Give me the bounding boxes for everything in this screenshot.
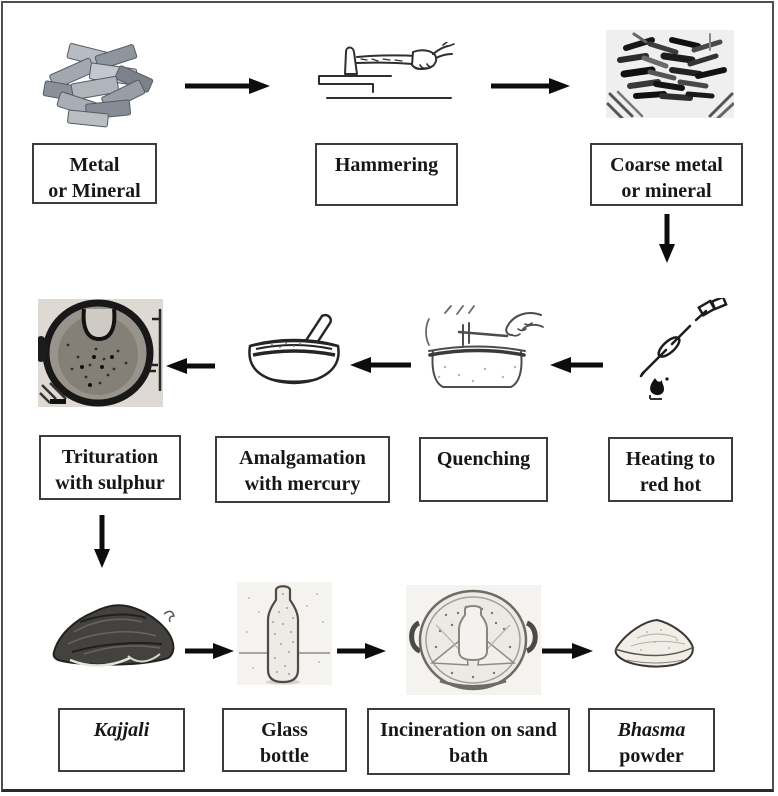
label-trituration: Trituration with sulphur: [39, 435, 181, 500]
arrow-amalgamation-to-trituration: [165, 355, 217, 382]
label-line: Kajjali: [93, 719, 150, 741]
label-line: Metal: [69, 154, 120, 176]
right-arrow-icon: [491, 78, 570, 94]
label-bhasma-powder: Bhasma powder: [588, 708, 715, 772]
label-incineration: Incineration on sand bath: [367, 708, 570, 775]
coarse-metal-fragments-icon: [606, 30, 734, 118]
arrow-hammering-to-coarse: [489, 75, 571, 102]
kajjali-image: [44, 592, 181, 682]
quenching-image: [415, 305, 545, 400]
left-arrow-icon: [350, 357, 411, 373]
label-line: Incineration on sand: [380, 719, 557, 741]
tongs-over-flame-icon: [639, 298, 728, 400]
arrow-incineration-to-bhasma: [540, 640, 594, 667]
hammer-in-hand-icon: [318, 42, 455, 99]
right-arrow-icon: [542, 643, 593, 659]
label-heating: Heating to red hot: [608, 437, 733, 502]
arrow-quenching-to-amalgamation: [349, 354, 413, 381]
trituration-image: [38, 299, 163, 407]
label-line: powder: [619, 745, 684, 767]
incineration-image: [406, 585, 541, 695]
label-line: bath: [449, 745, 488, 767]
arrow-heating-to-quenching: [549, 354, 605, 381]
coarse-metal-image: [606, 30, 734, 118]
label-line: Hammering: [334, 154, 439, 176]
arrow-coarse-down-to-heating: [656, 212, 678, 269]
metal-chunks-icon: [42, 43, 154, 128]
label-glass-bottle: Glass bottle: [222, 708, 347, 772]
label-line: bottle: [260, 745, 309, 767]
heating-image: [628, 298, 728, 403]
arrow-kajjali-to-bottle: [183, 640, 235, 667]
label-line: Heating to: [625, 448, 716, 470]
left-arrow-icon: [550, 357, 603, 373]
label-amalgamation: Amalgamation with mercury: [215, 436, 390, 503]
label-kajjali: Kajjali: [58, 708, 185, 772]
down-arrow-icon: [659, 214, 675, 263]
black-powder-mound-icon: [52, 604, 175, 667]
label-line: Trituration: [61, 446, 159, 468]
bhasma-powder-image: [607, 608, 702, 673]
label-line: Bhasma: [617, 719, 686, 741]
down-arrow-icon: [94, 515, 110, 568]
label-metal-or-mineral: Metal or Mineral: [32, 143, 157, 204]
pot-with-hand-icon: [425, 305, 544, 388]
arrow-trituration-down-to-kajjali: [91, 513, 113, 574]
label-line: Glass: [261, 719, 308, 741]
amalgamation-image: [242, 310, 347, 395]
label-line: with sulphur: [55, 472, 165, 494]
sand-bath-pan-icon: [406, 585, 541, 695]
label-line: with mercury: [244, 473, 361, 495]
label-line: Quenching: [436, 448, 531, 470]
glass-bottle-image: [237, 582, 332, 685]
label-line: or Mineral: [48, 180, 141, 202]
label-line: or mineral: [621, 180, 712, 202]
right-arrow-icon: [185, 643, 234, 659]
glass-bottle-icon: [237, 582, 332, 685]
label-line: Amalgamation: [239, 447, 366, 469]
hammering-image: [305, 42, 455, 117]
label-coarse-metal: Coarse metal or mineral: [590, 143, 743, 206]
label-quenching: Quenching: [419, 437, 548, 502]
arrow-metal-to-hammering: [183, 75, 271, 102]
metal-chunks-image: [38, 36, 160, 136]
arrow-bottle-to-incineration: [335, 640, 387, 667]
left-arrow-icon: [166, 358, 215, 374]
powder-heap-icon: [614, 618, 695, 668]
label-line: red hot: [639, 474, 702, 496]
label-line: Coarse metal: [610, 154, 723, 176]
mortar-and-pestle-icon: [248, 313, 340, 385]
right-arrow-icon: [337, 643, 386, 659]
mortar-top-view-icon: [38, 299, 163, 407]
label-hammering: Hammering: [315, 143, 458, 206]
right-arrow-icon: [185, 78, 270, 94]
